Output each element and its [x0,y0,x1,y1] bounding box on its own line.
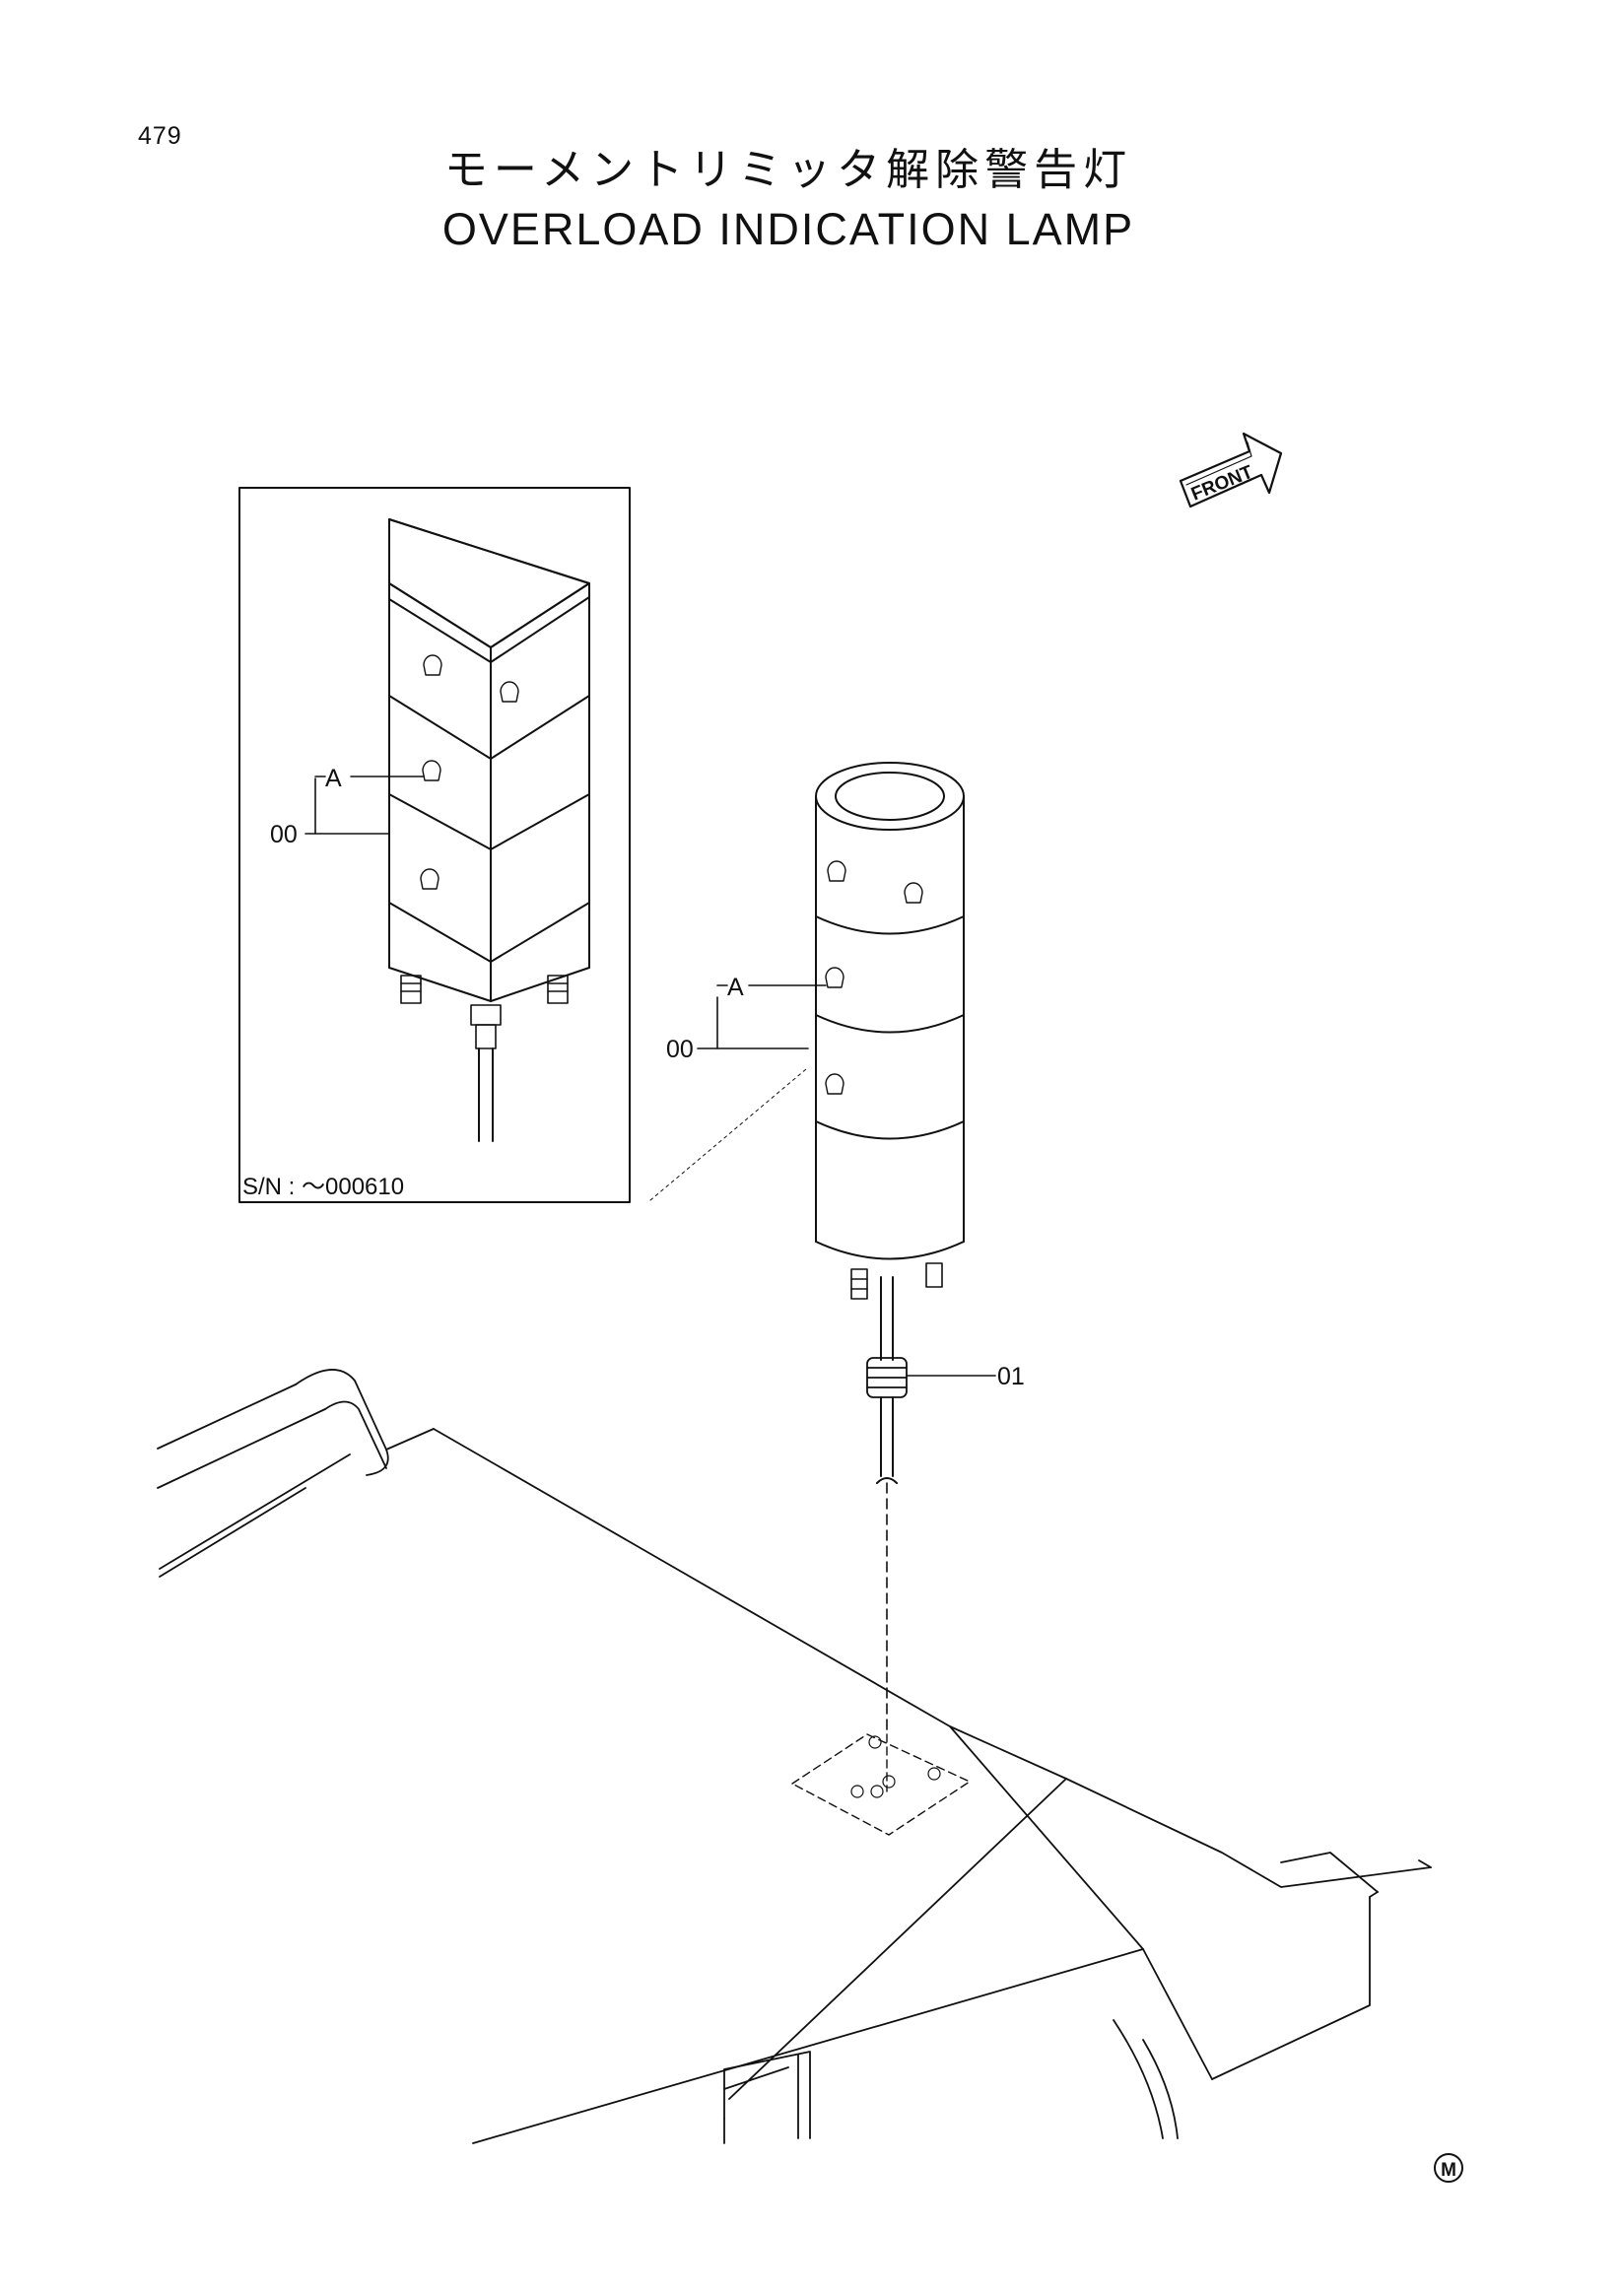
page-number: 479 [138,122,182,150]
front-label: FRONT [1188,462,1256,506]
mounting-holes [850,1735,941,1798]
inset-callout-leaders [304,776,425,835]
title-japanese: モーメントリミッタ解除警告灯 [443,145,1133,195]
inset-frame [238,487,631,1203]
main-callout-leaders [697,984,996,1377]
front-arrow-icon [1179,432,1283,508]
manufacturer-mark-symbol: M [1441,2160,1456,2181]
main-callout-01: 01 [997,1363,1025,1390]
inset-callout-00: 00 [270,821,298,848]
inset-link-line [649,1068,807,1201]
inset-lamp-square-stack [388,518,590,1142]
serial-range-label: S/N : ～000610 [242,1174,404,1200]
machine-body-outline [157,1369,1432,2144]
inset-callout-a: A [325,765,342,792]
title-english: OVERLOAD INDICATION LAMP [441,204,1135,254]
main-lamp-cylinder [815,762,965,1735]
title-block: モーメントリミッタ解除警告灯 OVERLOAD INDICATION LAMP [296,143,1281,259]
main-callout-a: A [727,974,744,1001]
main-callout-00: 00 [666,1036,694,1063]
manufacturer-mark: M [1434,2153,1463,2183]
mounting-hole-pattern [791,1733,971,1836]
